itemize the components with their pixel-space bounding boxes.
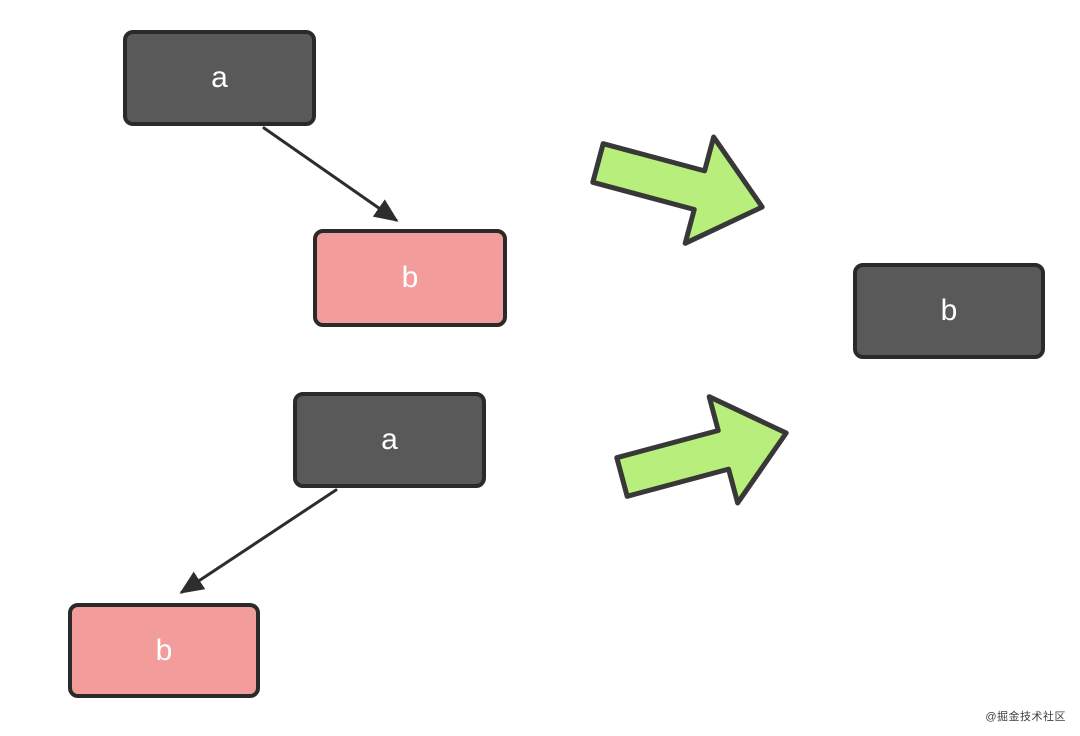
node-b-top-label: b bbox=[401, 261, 419, 294]
node-a-top: a bbox=[123, 30, 316, 126]
green-block-arrow-bottom-icon bbox=[614, 394, 789, 506]
watermark-text: @掘金技术社区 bbox=[985, 711, 1066, 723]
node-b-result: b bbox=[853, 263, 1045, 359]
green-block-arrow-top-icon bbox=[590, 134, 765, 246]
node-b-bottom: b bbox=[68, 603, 260, 698]
node-a-top-label: a bbox=[211, 61, 228, 94]
node-b-bottom-label: b bbox=[155, 633, 173, 667]
node-a-bottom-label: a bbox=[381, 423, 398, 456]
node-b-result-label: b bbox=[940, 294, 958, 327]
node-b-top: b bbox=[313, 229, 507, 327]
node-a-bottom: a bbox=[293, 392, 486, 488]
connector-arrow-bottom bbox=[179, 488, 338, 594]
connector-arrow-top bbox=[262, 126, 399, 222]
